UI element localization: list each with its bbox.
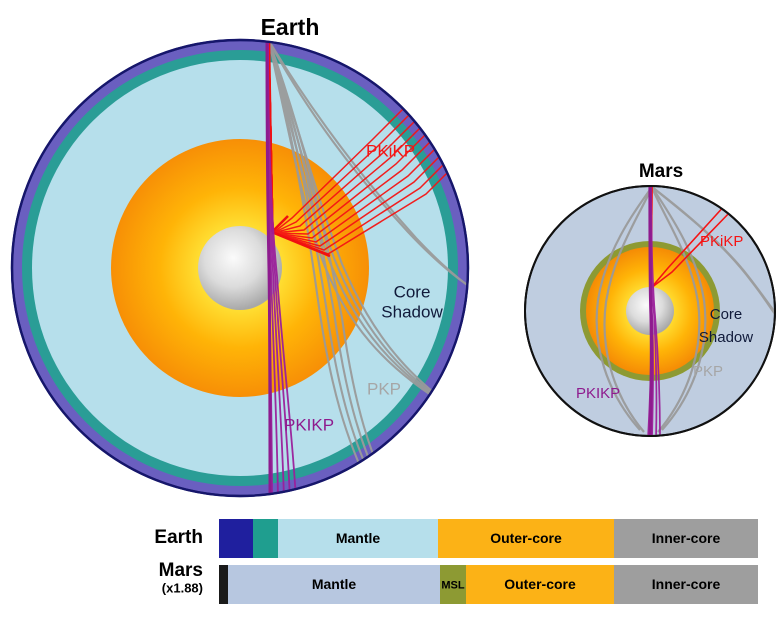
legend-mars-segment-msl (440, 565, 466, 604)
legend-earth-segment-label-outer-core: Outer-core (490, 530, 562, 546)
mars-ray-paths (595, 187, 774, 435)
legend-earth: Earth Mantle Outer-core Inner-core (154, 519, 758, 558)
legend-earth-segment-crust (219, 519, 253, 558)
legend-mars-segment-label-mantle: Mantle (312, 576, 357, 592)
legend-earth-label: Earth (154, 527, 203, 548)
legend-earth-segment-inner-core (614, 519, 758, 558)
core-shadow-earth: Core (394, 282, 431, 301)
legend-earth-segment-mantle (278, 519, 438, 558)
pkikp-label-mars: PKiKP (700, 233, 743, 250)
pkikp2-label-mars: PKIKP (576, 385, 620, 402)
earth-title: Earth (261, 14, 320, 40)
legend-mars-segment-inner-core (614, 565, 758, 604)
legend-mars-segment-label-msl: MSL (441, 579, 465, 591)
pkikp-core-axis-earth (265, 41, 272, 495)
mars-title: Mars (639, 161, 683, 182)
legend-mars-segment-crust (219, 565, 228, 604)
legend-mars-segment-label-inner-core: Inner-core (652, 576, 721, 592)
pkp-rays-earth (267, 41, 467, 495)
pkp-rays-mars (595, 187, 774, 433)
legend-mars-sublabel: (x1.88) (162, 580, 203, 595)
earth-layer-stack (10, 38, 470, 498)
legend-earth-segment-outer-core (438, 519, 614, 558)
earth-title-group: Earth (261, 14, 320, 40)
pkikp-core-axis-mars (648, 187, 654, 435)
pkikp-label-earth: PKiKP (366, 141, 415, 160)
legend-mars-label: Mars (159, 560, 203, 581)
core-shadow-mars: Core (710, 306, 743, 323)
legend-earth-segment-lithosphere (253, 519, 278, 558)
pkp-label-earth: PKP (367, 379, 401, 398)
core-shadow-earth2: Shadow (381, 302, 443, 321)
mars-title-group: Mars (639, 161, 683, 182)
legend-earth-segment-label-mantle: Mantle (336, 530, 381, 546)
mars-surface-outline (524, 185, 776, 437)
earth-layer-inner-core (198, 226, 282, 310)
legend-mars-segment-label-outer-core: Outer-core (504, 576, 576, 592)
legend-mars: Mars(x1.88) Mantle MSL Outer-core Inner-core (159, 560, 758, 604)
legend-mars-segment-outer-core (466, 565, 614, 604)
legend-mars-segment-mantle (228, 565, 440, 604)
core-shadow-mars2: Shadow (699, 329, 753, 346)
pkp-label-mars: PKP (693, 363, 723, 380)
pkikp2-label-earth: PKIKP (284, 415, 334, 434)
earth-ray-paths (265, 41, 467, 495)
legend-earth-segment-label-inner-core: Inner-core (652, 530, 721, 546)
earth-surface-outline (10, 38, 470, 498)
